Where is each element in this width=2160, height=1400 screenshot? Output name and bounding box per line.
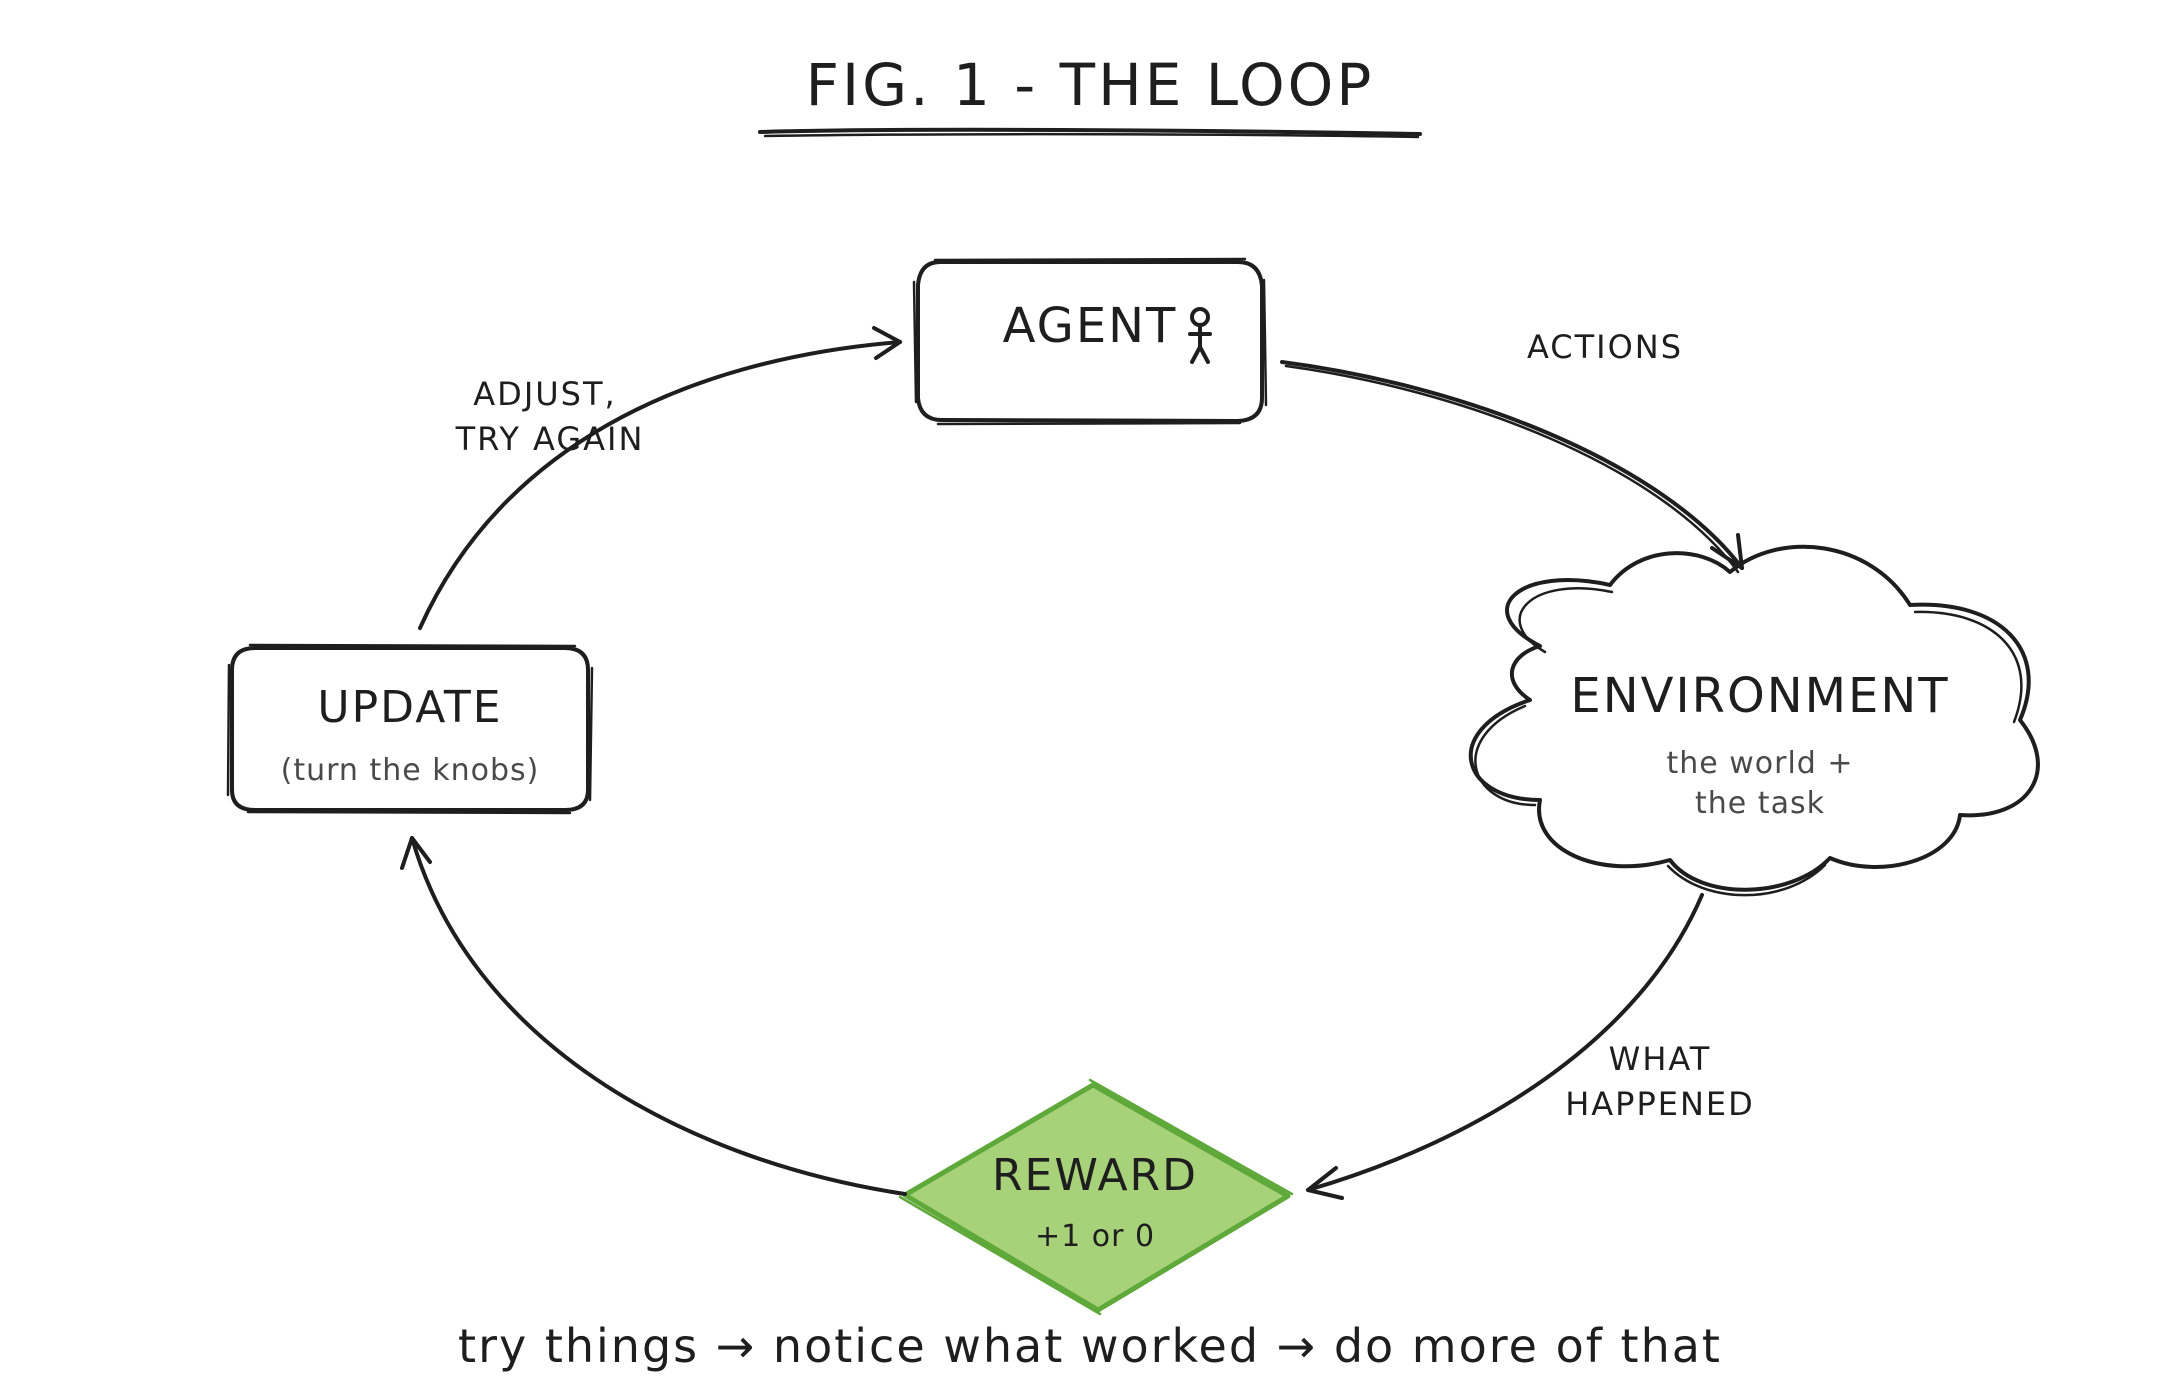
caption: try things → notice what worked → do mor… xyxy=(458,1319,1722,1373)
arrow-actions xyxy=(1280,360,1744,574)
adjust-line2: TRY AGAIN xyxy=(455,420,645,458)
title-underline xyxy=(758,127,1422,139)
arrow-reward-to-update xyxy=(400,836,907,1196)
reward-label: REWARD xyxy=(992,1150,1198,1201)
reward-sub: +1 or 0 xyxy=(1035,1219,1155,1254)
what-happened-line2: HAPPENED xyxy=(1565,1085,1755,1123)
update-node: UPDATE (turn the knobs) xyxy=(226,643,594,815)
adjust-line1: ADJUST, xyxy=(473,375,616,413)
stick-figure-icon xyxy=(1188,307,1212,364)
actions-label: ACTIONS xyxy=(1527,328,1683,366)
reward-diamond xyxy=(902,1082,1291,1313)
agent-box xyxy=(912,257,1268,426)
reward-node: REWARD +1 or 0 xyxy=(898,1078,1294,1316)
environment-sub-line2: the task xyxy=(1695,786,1825,821)
environment-label: ENVIRONMENT xyxy=(1570,668,1949,724)
arrow-adjust xyxy=(418,326,902,630)
figure-title: FIG. 1 - THE LOOP xyxy=(806,51,1375,119)
what-happened-line1: WHAT xyxy=(1609,1040,1712,1078)
environment-node: ENVIRONMENT the world + the task xyxy=(1468,544,2040,897)
environment-sub-line1: the world + xyxy=(1666,746,1853,781)
agent-node: AGENT xyxy=(912,257,1268,426)
environment-cloud xyxy=(1468,544,2040,897)
agent-label: AGENT xyxy=(1003,298,1178,354)
update-sub: (turn the knobs) xyxy=(281,753,540,788)
arrow-what-happened xyxy=(1306,893,1704,1200)
update-label: UPDATE xyxy=(317,682,502,733)
reward-diamond-sketch xyxy=(898,1078,1294,1316)
update-box xyxy=(226,643,594,815)
